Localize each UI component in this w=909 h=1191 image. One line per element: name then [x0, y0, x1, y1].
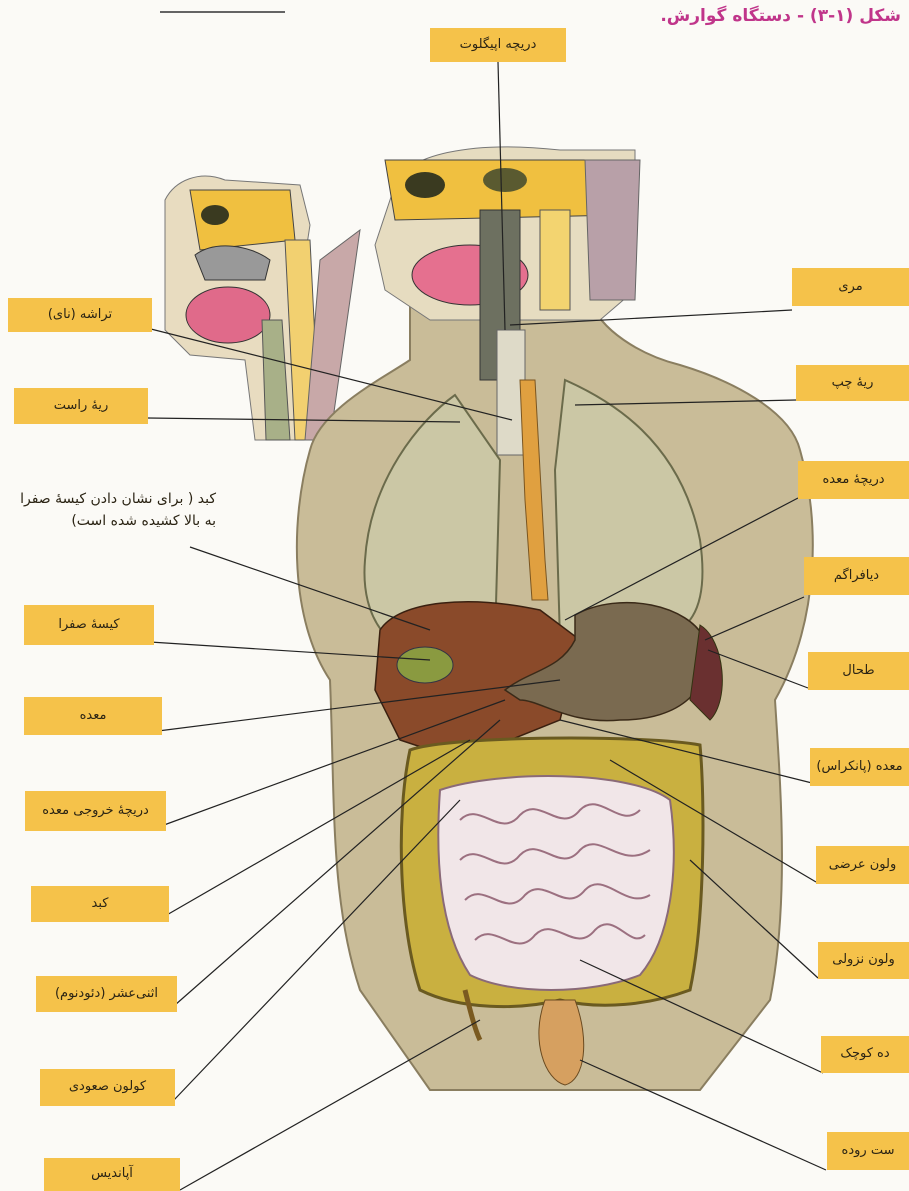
figure-title: شکل (۱-۳) - دستگاه گوارش.: [660, 6, 901, 26]
label-gallbladder: کیسهٔ صفرا: [24, 605, 154, 645]
label-epiglottis: دریچه اپیگلوت: [430, 28, 566, 62]
label-pylorus: دریچهٔ خروجی معده: [25, 791, 166, 831]
label-spleen: طحال: [808, 652, 909, 690]
small-head-section: [165, 176, 360, 440]
label-transverse-colon: ولون عرضی: [816, 846, 909, 884]
label-descending-colon: ولون نزولی: [818, 942, 909, 979]
gallbladder-shape: [397, 647, 453, 683]
label-pancreas: معده (پانکراس): [810, 748, 909, 786]
label-liver-note: کبد ( برای نشان دادن کیسهٔ صفرا به بالا …: [18, 489, 216, 532]
label-ascending-colon: کولون صعودی: [40, 1069, 175, 1106]
small-intestine-shape: [438, 776, 673, 990]
label-small-intestine: ده کوچک: [821, 1036, 909, 1073]
label-right-lung: ریهٔ راست: [14, 388, 148, 424]
label-trachea: تراشه (نای): [8, 298, 152, 332]
label-stomach: معده: [24, 697, 162, 735]
label-appendix: آپاندیس: [44, 1158, 180, 1191]
label-duodenum: اثنی‌عشر (دئودنوم): [36, 976, 177, 1012]
label-liver: کبد: [31, 886, 169, 922]
label-rectum: ست روده: [827, 1132, 909, 1170]
leader-line-appendix: [180, 1020, 480, 1190]
label-diaphragm: دیافراگم: [804, 557, 909, 595]
label-left-lung: ریهٔ چپ: [796, 365, 909, 401]
label-esophagus: مری: [792, 268, 909, 306]
label-cardiac-valve: دریچهٔ معده: [798, 461, 909, 499]
